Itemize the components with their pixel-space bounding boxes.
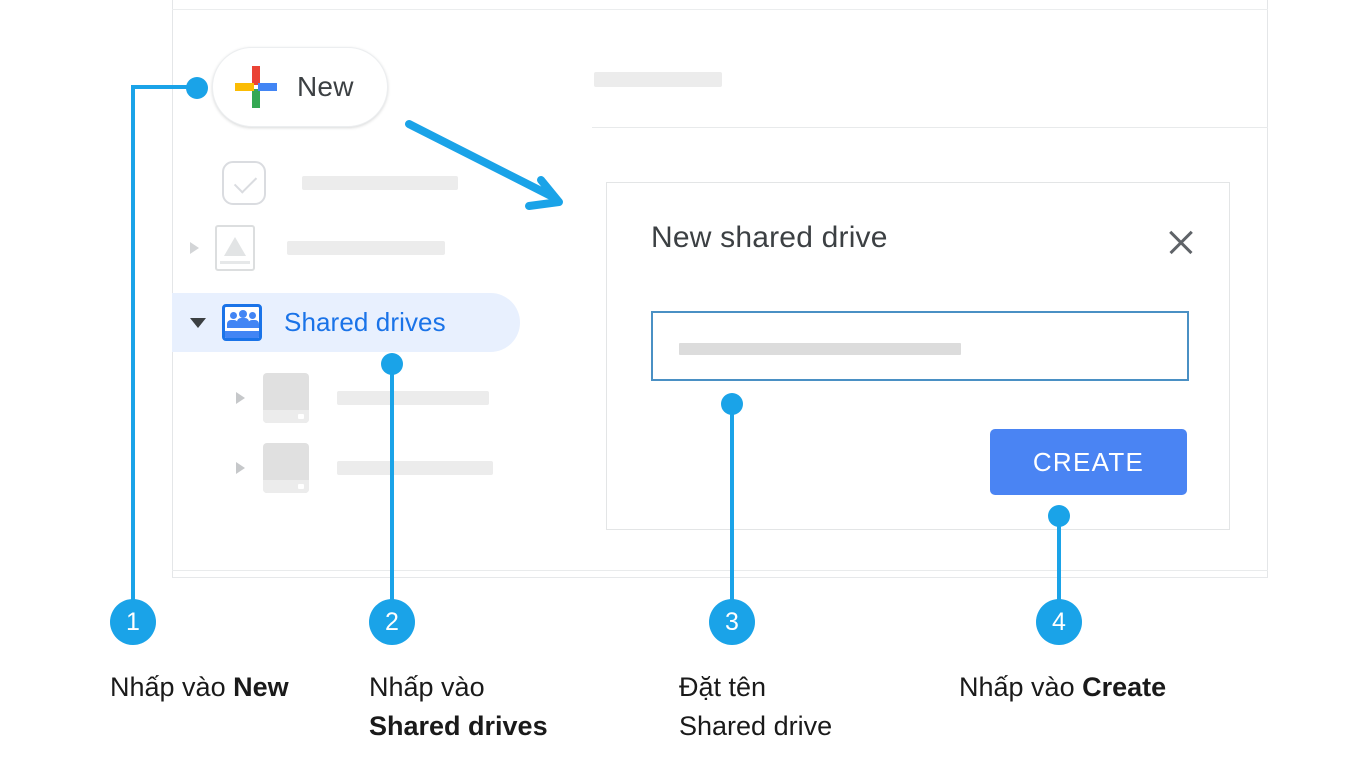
callout-1-line-horizontal [133, 85, 193, 89]
caption-2-prefix: Nhấp vào [369, 672, 485, 702]
callout-3-line [730, 402, 734, 622]
close-x-icon[interactable] [1163, 225, 1199, 261]
new-shared-drive-dialog: New shared drive CREATE [606, 182, 1230, 530]
checkbox-check-icon [222, 161, 266, 205]
sidebar-item-child-1-label-placeholder [337, 391, 489, 405]
callout-2-line [390, 362, 394, 622]
caption-4-prefix: Nhấp vào [959, 672, 1083, 702]
hard-drive-icon [263, 443, 309, 493]
content-header-divider [592, 127, 1268, 128]
caption-3-suffix: Shared drive [679, 711, 833, 742]
chevron-right-icon[interactable] [190, 242, 199, 254]
caption-step-2: Nhấp vào Shared drives [369, 668, 649, 747]
sidebar-item-my-drive[interactable] [190, 224, 530, 272]
hard-drive-icon [263, 373, 309, 423]
create-button[interactable]: CREATE [990, 429, 1187, 495]
callout-4-line [1057, 514, 1061, 622]
drive-triangle-icon [215, 225, 255, 271]
caption-4-bold: Create [1082, 672, 1167, 702]
sidebar-item-my-drive-label-placeholder [287, 241, 445, 255]
pointer-arrow-icon [405, 120, 563, 210]
caption-step-1: Nhấp vào New [110, 668, 355, 707]
sidebar-item-shared-drives[interactable]: Shared drives [190, 293, 530, 352]
callout-1-line-vertical [131, 85, 135, 622]
callout-1-badge: 1 [110, 599, 156, 645]
app-top-divider [172, 9, 1268, 10]
dialog-title: New shared drive [651, 221, 888, 254]
callout-3-badge: 3 [709, 599, 755, 645]
sidebar-item-shared-drive-child-1[interactable] [236, 372, 536, 424]
google-plus-icon [235, 66, 277, 108]
chevron-right-icon[interactable] [236, 462, 245, 474]
new-button[interactable]: New [212, 47, 388, 127]
input-placeholder-bar [679, 343, 961, 355]
people-shared-drive-icon [222, 304, 262, 341]
callout-2-badge: 2 [369, 599, 415, 645]
content-placeholder-bar [594, 72, 722, 87]
caption-1-bold: New [233, 672, 289, 702]
app-bottom-divider [172, 570, 1268, 571]
chevron-down-icon[interactable] [190, 317, 206, 328]
callout-4-badge: 4 [1036, 599, 1082, 645]
caption-2-bold: Shared drives [369, 711, 548, 742]
sidebar-item-shared-drive-child-2[interactable] [236, 442, 536, 494]
chevron-right-icon[interactable] [236, 392, 245, 404]
caption-3-prefix: Đặt tên [679, 672, 767, 702]
sidebar-item-priority-label-placeholder [302, 176, 458, 190]
shared-drive-name-input[interactable] [651, 311, 1189, 381]
callout-1-dot [186, 77, 208, 99]
caption-step-4: Nhấp vào Create [959, 668, 1289, 707]
caption-1-prefix: Nhấp vào [110, 672, 234, 702]
sidebar-item-priority[interactable] [222, 160, 522, 206]
new-button-label: New [297, 71, 354, 102]
sidebar-item-child-2-label-placeholder [337, 461, 493, 475]
caption-step-3: Đặt tên Shared drive [679, 668, 939, 747]
sidebar-item-shared-drives-label: Shared drives [284, 307, 446, 337]
